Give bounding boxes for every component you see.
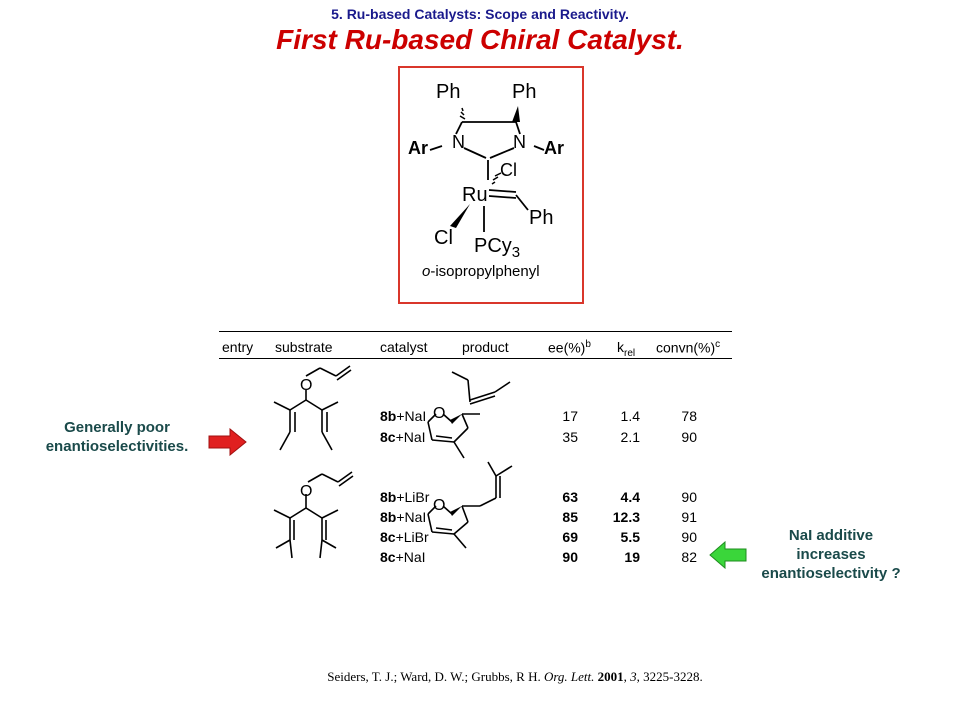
- benzylidene-bond: [488, 189, 529, 211]
- pcy3-label: PCy3: [474, 235, 520, 261]
- row1-krel: 1.4: [620, 408, 640, 424]
- citation-pages: , 3225-3228.: [636, 669, 703, 684]
- product-2-wedge: [450, 506, 462, 516]
- product-1-drawing: [427, 371, 511, 459]
- substrate-1-drawing: [273, 365, 352, 451]
- cl-top-label: Cl: [500, 160, 517, 180]
- imidazolidine-ring: [429, 121, 545, 180]
- right-note-line1: NaI additive: [788, 527, 874, 544]
- left-note: Generally poor enantioselectivities.: [22, 418, 212, 456]
- row5-catalyst: 8c+LiBr: [380, 529, 429, 545]
- citation-volume: 3: [630, 669, 637, 684]
- ar-left-label: Ar: [408, 138, 428, 158]
- row1-ee: 17: [562, 408, 578, 424]
- table-structures: O O O O: [273, 365, 513, 559]
- substrate-1-oxygen: O: [300, 377, 312, 394]
- row2-catalyst: 8c+NaI: [380, 429, 426, 445]
- cl-bottom-label: Cl: [434, 227, 453, 249]
- red-arrow-icon: [208, 428, 247, 456]
- row3-ee: 63: [562, 489, 578, 505]
- citation: Seiders, T. J.; Ward, D. W.; Grubbs, R H…: [327, 669, 703, 684]
- ph-right-label: Ph: [512, 81, 536, 103]
- left-note-line1: Generally poor: [64, 419, 170, 436]
- substrate-2-oxygen: O: [300, 483, 312, 500]
- ru-label: Ru: [462, 184, 488, 206]
- green-arrow-icon: [709, 541, 747, 569]
- substrate-2-drawing: [273, 471, 354, 559]
- row1-catalyst: 8b+NaI: [380, 408, 427, 424]
- stereo-wedge-right: [512, 106, 520, 122]
- ar-right-label: Ar: [544, 138, 564, 158]
- right-note-line2: increases: [796, 546, 866, 563]
- header-catalyst: catalyst: [380, 339, 428, 355]
- row2-ee: 35: [562, 429, 578, 445]
- header-convn: convn(%)c: [656, 339, 721, 356]
- product-2-drawing: [427, 461, 513, 549]
- ar-definition: o-isopropylphenyl: [422, 263, 540, 280]
- product-1-wedge: [450, 414, 462, 424]
- row2-krel: 2.1: [620, 429, 640, 445]
- row5-krel: 5.5: [620, 529, 640, 545]
- ph-left-label: Ph: [436, 81, 460, 103]
- row1-convn: 78: [681, 408, 697, 424]
- row3-convn: 90: [681, 489, 697, 505]
- row6-convn: 82: [681, 549, 697, 565]
- citation-year: 2001: [597, 669, 624, 684]
- left-note-line2: enantioselectivities.: [45, 438, 189, 455]
- header-ee: ee(%)b: [548, 339, 591, 356]
- n-right-label: N: [513, 132, 526, 152]
- row6-krel: 19: [624, 549, 640, 565]
- header-entry: entry: [222, 339, 254, 355]
- right-note: NaI additive increases enantioselectivit…: [736, 526, 926, 583]
- row4-convn: 91: [681, 509, 697, 525]
- row3-catalyst: 8b+LiBr: [380, 489, 430, 505]
- right-note-line3: enantioselectivity ?: [761, 565, 901, 582]
- slide-subtitle: 5. Ru-based Catalysts: Scope and Reactiv…: [331, 6, 629, 22]
- n-left-label: N: [452, 132, 465, 152]
- citation-authors: Seiders, T. J.; Ward, D. W.; Grubbs, R H…: [327, 669, 544, 684]
- citation-journal: Org. Lett.: [543, 669, 595, 684]
- row5-ee: 69: [562, 529, 578, 545]
- row5-convn: 90: [681, 529, 697, 545]
- row6-ee: 90: [562, 549, 578, 565]
- row4-krel: 12.3: [612, 509, 640, 525]
- table-header-rule: [219, 358, 732, 359]
- product-2-oxygen: O: [433, 497, 445, 514]
- row3-krel: 4.4: [620, 489, 640, 505]
- ph-benzylidene-label: Ph: [529, 207, 553, 229]
- catalyst-structure-box: Ph Ph N N Ar Ar Cl Ru: [398, 66, 584, 304]
- header-product: product: [462, 339, 509, 355]
- table-top-rule: [219, 331, 732, 332]
- row4-ee: 85: [562, 509, 578, 525]
- ru-cl-wedge: [450, 204, 470, 228]
- header-krel: krel: [617, 339, 636, 359]
- product-1-oxygen: O: [433, 405, 445, 422]
- ru-cl-hashed-bond: [491, 172, 502, 185]
- slide-title: First Ru-based Chiral Catalyst.: [276, 24, 684, 55]
- row4-catalyst: 8b+NaI: [380, 509, 427, 525]
- row6-catalyst: 8c+NaI: [380, 549, 426, 565]
- header-substrate: substrate: [275, 339, 333, 355]
- stereo-bond-left: [459, 107, 466, 120]
- row2-convn: 90: [681, 429, 697, 445]
- catalyst-structure-drawing: Ph Ph N N Ar Ar Cl Ru: [408, 81, 564, 280]
